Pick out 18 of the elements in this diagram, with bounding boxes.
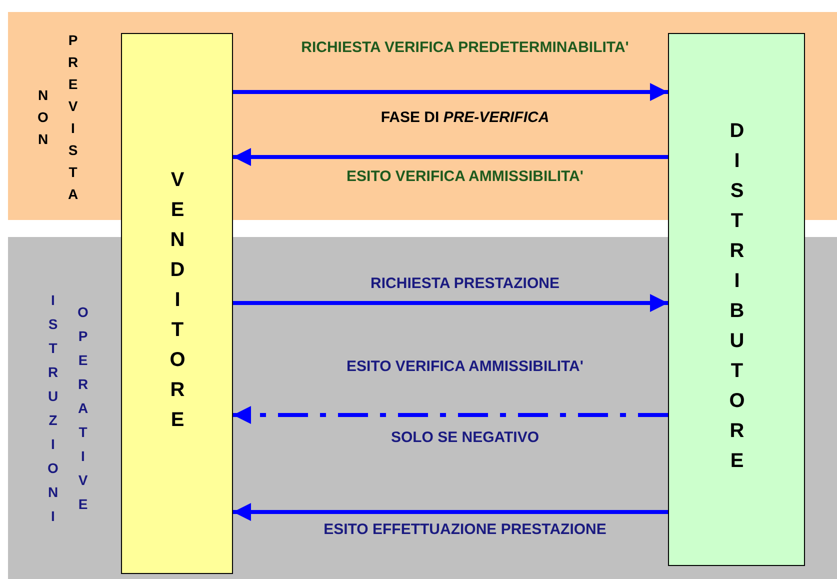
actor-box [121, 33, 233, 574]
arrow [233, 83, 668, 101]
edge-label: ESITO VERIFICA AMMISSIBILITA' [346, 357, 584, 377]
actor-name: VENDITORE [166, 168, 188, 438]
arrow [233, 148, 668, 166]
note: SOLO SE NEGATIVO [390, 428, 540, 448]
edge-label: ESITO VERIFICA AMMISSIBILITA' [346, 167, 584, 187]
arrow [233, 294, 668, 312]
band-title: NON PREVISTA [34, 31, 82, 210]
band-title: ISTRUZIONI OPERATIVE [44, 292, 92, 532]
edge-label: RICHIESTA VERIFICA PREDETERMINABILITA' [300, 38, 630, 58]
note: FASE DI PRE-VERIFICA [380, 108, 550, 128]
actor-name: DISTRIBUTORE [725, 120, 748, 480]
edge-label: ESITO EFFETTUAZIONE PRESTAZIONE [322, 520, 608, 540]
arrow [233, 406, 668, 424]
arrow [233, 503, 668, 521]
edge-label: RICHIESTA PRESTAZIONE [370, 274, 560, 294]
actor-box [668, 33, 805, 566]
